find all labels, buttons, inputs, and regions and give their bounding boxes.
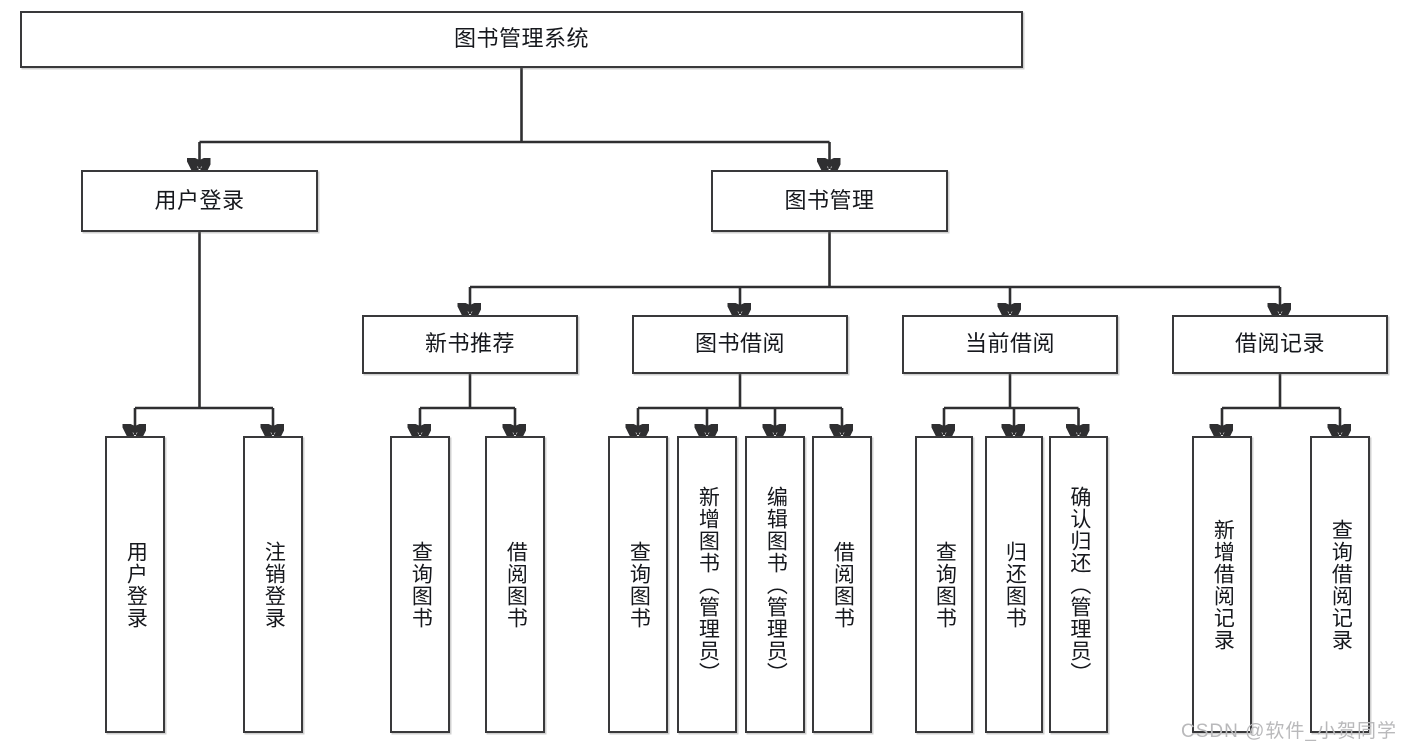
node-label: 图书借阅 [694, 331, 785, 357]
watermark-label: CSDN @软件_小贺同学 [1181, 721, 1397, 742]
node-leaf-3[interactable]: 查询图书 [390, 436, 450, 733]
node-label: 新增图书（管理员） [696, 485, 720, 684]
node-label: 用户登录 [124, 540, 148, 629]
node-label: 新书推荐 [424, 331, 515, 357]
node-leaf-5[interactable]: 查询图书 [608, 436, 668, 733]
node-leaf-13[interactable]: 查询借阅记录 [1310, 436, 1370, 733]
node-label: 编辑图书（管理员） [764, 485, 788, 684]
node-leaf-1[interactable]: 用户登录 [105, 436, 165, 733]
node-label: 注销登录 [262, 540, 286, 629]
node-label: 确认归还（管理员） [1067, 485, 1091, 684]
node-label: 查询图书 [627, 540, 651, 629]
node-label: 借阅图书 [504, 540, 528, 629]
node-leaf-2[interactable]: 注销登录 [243, 436, 303, 733]
node-login[interactable]: 用户登录 [81, 170, 318, 232]
node-label: 查询借阅记录 [1329, 518, 1353, 651]
node-label: 归还图书 [1003, 540, 1027, 629]
node-label: 查询图书 [933, 540, 957, 629]
node-leaf-10[interactable]: 归还图书 [985, 436, 1043, 733]
node-leaf-11[interactable]: 确认归还（管理员） [1049, 436, 1108, 733]
node-label: 当前借阅 [964, 331, 1055, 357]
node-leaf-6[interactable]: 新增图书（管理员） [677, 436, 737, 733]
node-label: 图书管理系统 [453, 26, 589, 52]
node-label: 新增借阅记录 [1211, 518, 1235, 651]
node-label: 用户登录 [154, 187, 245, 213]
node-leaf-12[interactable]: 新增借阅记录 [1192, 436, 1252, 733]
node-borrow[interactable]: 图书借阅 [632, 315, 848, 374]
node-leaf-8[interactable]: 借阅图书 [812, 436, 872, 733]
edge-layer [135, 68, 1340, 435]
node-current[interactable]: 当前借阅 [902, 315, 1118, 374]
node-label: 借阅记录 [1234, 331, 1325, 357]
node-leaf-7[interactable]: 编辑图书（管理员） [745, 436, 805, 733]
node-label: 查询图书 [409, 540, 433, 629]
node-records[interactable]: 借阅记录 [1172, 315, 1388, 374]
node-label: 图书管理 [784, 187, 875, 213]
node-newbook[interactable]: 新书推荐 [362, 315, 578, 374]
node-root[interactable]: 图书管理系统 [20, 11, 1023, 68]
node-bookmgmt[interactable]: 图书管理 [711, 170, 948, 232]
node-leaf-4[interactable]: 借阅图书 [485, 436, 545, 733]
node-label: 借阅图书 [831, 540, 855, 629]
node-leaf-9[interactable]: 查询图书 [915, 436, 973, 733]
